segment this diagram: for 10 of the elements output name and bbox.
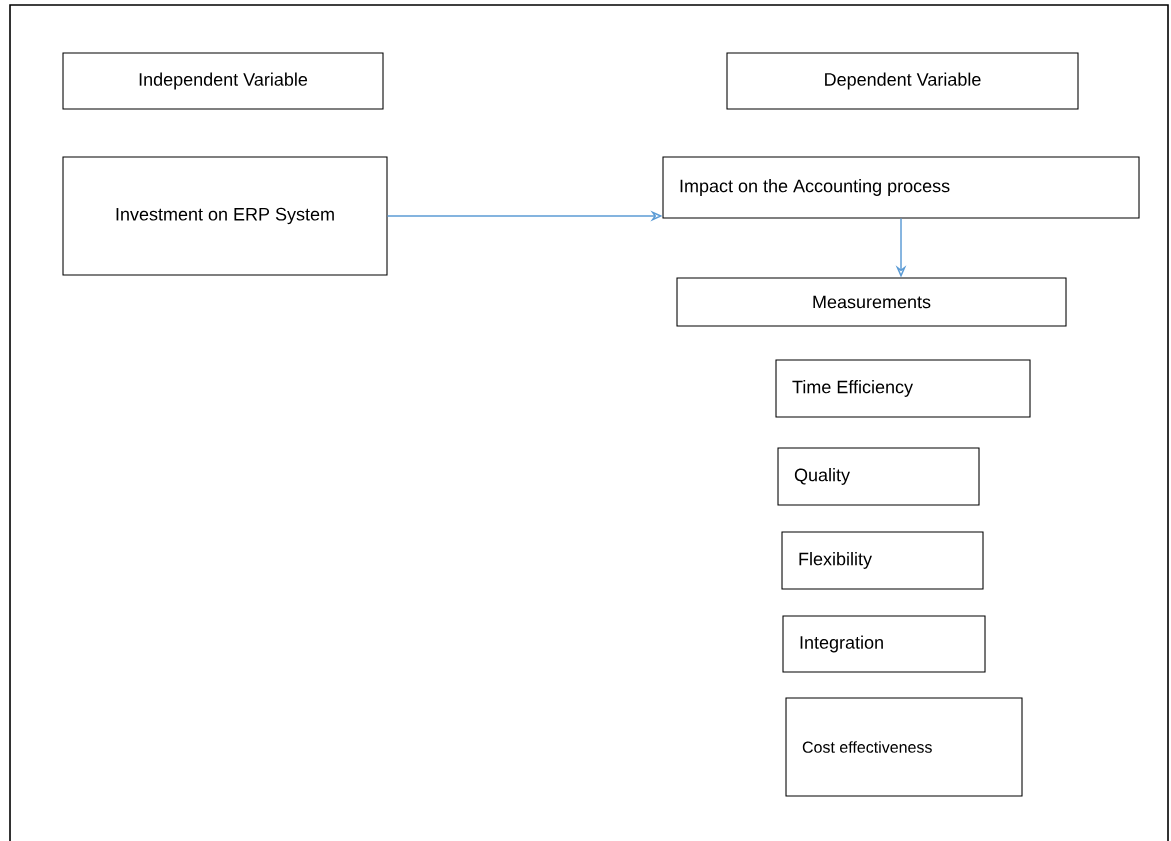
variable-box: Time Efficiency xyxy=(775,359,1031,418)
variable-box: Investment on ERP System xyxy=(62,156,388,276)
variable-box: Cost effectiveness xyxy=(785,697,1023,797)
variable-box: Integration xyxy=(782,615,986,673)
variable-box: Dependent Variable xyxy=(726,52,1079,110)
variable-box: Independent Variable xyxy=(62,52,384,110)
variable-box: Impact on the Accounting process xyxy=(662,156,1140,219)
variable-box: Quality xyxy=(777,447,980,506)
variable-box: Flexibility xyxy=(781,531,984,590)
variable-box: Measurements xyxy=(676,277,1067,327)
